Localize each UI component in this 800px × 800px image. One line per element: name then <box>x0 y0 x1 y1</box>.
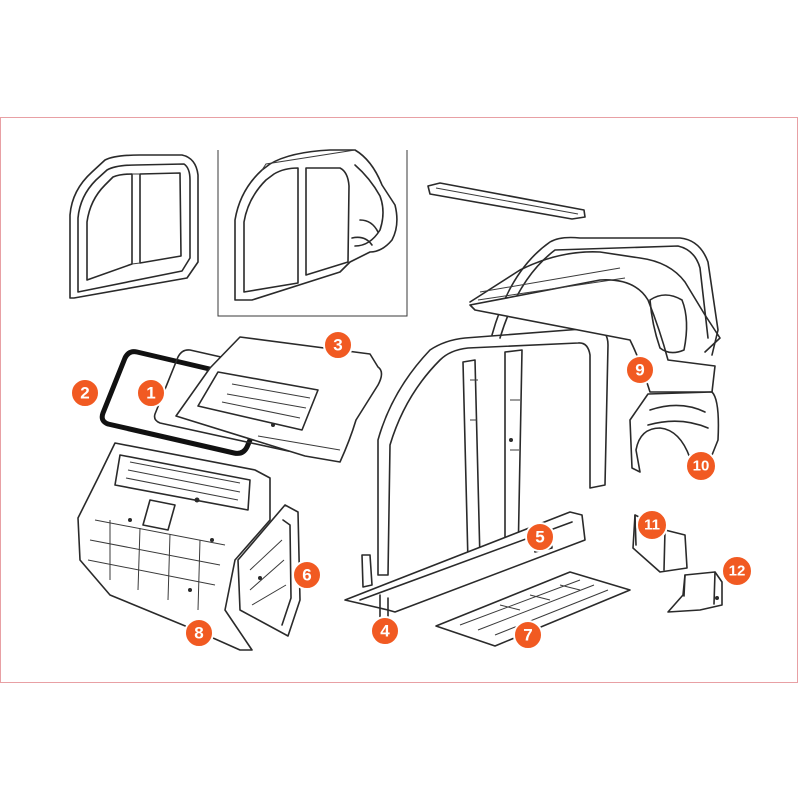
callout-7-label: 7 <box>523 626 532 645</box>
side-frame-outline <box>69 154 199 299</box>
callout-9-label: 9 <box>635 361 644 380</box>
bracket-12 <box>667 571 723 613</box>
callout-9: 9 <box>625 355 655 385</box>
callout-11: 11 <box>636 509 668 541</box>
floor-panel <box>435 571 631 647</box>
rear-inner-panel <box>77 442 271 651</box>
roof-rail <box>427 182 586 220</box>
callout-10: 10 <box>685 450 717 482</box>
diagram-frame <box>0 117 798 683</box>
callout-4: 4 <box>370 616 400 646</box>
inset-box <box>217 150 408 317</box>
callout-2: 2 <box>70 378 100 408</box>
callout-7: 7 <box>513 620 543 650</box>
callout-2-label: 2 <box>80 384 89 403</box>
tailgate-panel <box>175 336 383 463</box>
callout-1-label: 1 <box>146 384 155 403</box>
callout-1: 1 <box>136 378 166 408</box>
side-frame-with-quarter <box>234 149 398 301</box>
callout-10-label: 10 <box>693 458 710 475</box>
callout-12-label: 12 <box>729 563 746 580</box>
callout-8-label: 8 <box>194 624 203 643</box>
callout-5-label: 5 <box>535 528 544 547</box>
callout-8: 8 <box>184 618 214 648</box>
callout-5: 5 <box>525 522 555 552</box>
callout-3-label: 3 <box>333 336 342 355</box>
callout-4-label: 4 <box>380 622 390 641</box>
callout-12: 12 <box>721 555 753 587</box>
callout-6: 6 <box>292 560 322 590</box>
roof-side-quarter <box>469 236 721 393</box>
rear-pillar-inner <box>237 504 301 637</box>
callout-3: 3 <box>323 330 353 360</box>
callout-11-label: 11 <box>644 517 660 534</box>
callout-6-label: 6 <box>302 566 311 585</box>
